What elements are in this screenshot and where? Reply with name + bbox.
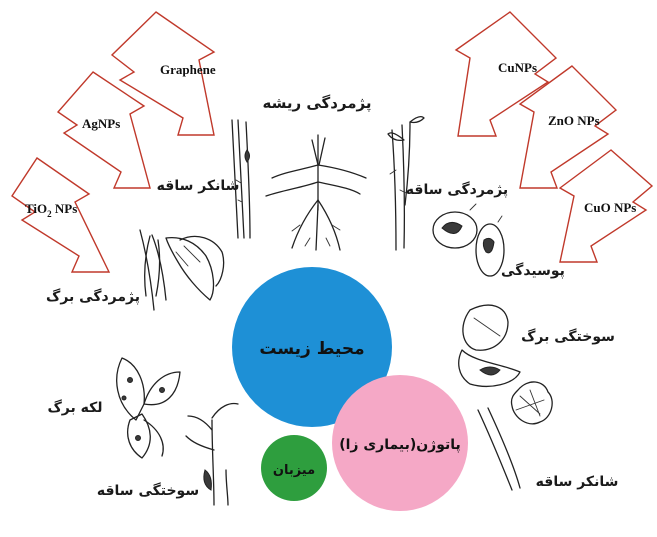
root-wilt-label: پژمردگی ریشه xyxy=(262,94,371,113)
zno-label: ZnO NPs xyxy=(548,113,600,128)
leaf-burn-label: سوختگی برگ xyxy=(521,328,615,345)
environment-label: محیط زیست xyxy=(259,339,364,359)
leaf-wilt-label: پژمردگی برگ xyxy=(46,288,140,305)
cuo-label: CuO NPs xyxy=(584,200,636,215)
agnps-label: AgNPs xyxy=(82,116,120,131)
rot-label: پوسیدگی xyxy=(501,262,565,279)
host-label: میزبان xyxy=(273,463,315,478)
leaf-wilt-sketch xyxy=(140,230,224,310)
stem-burn-label: سوختگی ساقه xyxy=(97,482,199,499)
leaf-burn-sketch xyxy=(459,305,520,386)
root-wilt-sketch xyxy=(266,135,366,250)
stem-wilt-label: پژمردگی ساقه xyxy=(406,181,508,198)
cunps-label: CuNPs xyxy=(498,60,537,75)
leaf-spot-label: لکه برگ xyxy=(47,399,102,416)
arrow-cuo: CuO NPs xyxy=(560,150,652,262)
stem-canker-top-label: شانکر ساقه xyxy=(157,178,240,194)
leaf-spot-sketch xyxy=(117,358,180,458)
arrow-tio2: TiO2 NPs xyxy=(12,158,109,272)
graphene-label: Graphene xyxy=(160,62,216,77)
rot-sketch xyxy=(433,204,504,276)
pathogen-label: پاتوژن(بیماری زا) xyxy=(339,437,461,453)
stem-canker-bottom-label: شانکر ساقه xyxy=(536,474,619,490)
